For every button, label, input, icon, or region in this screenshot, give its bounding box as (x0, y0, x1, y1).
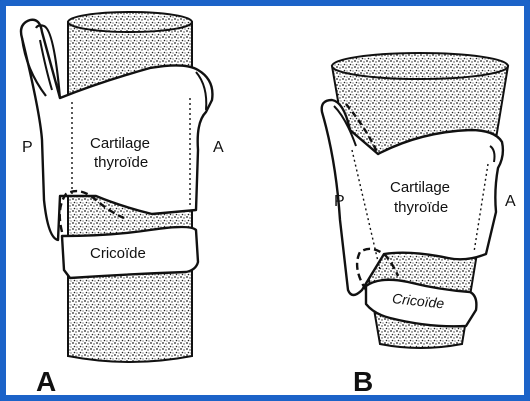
anterior-label-a: A (213, 139, 224, 156)
thyroid-label-line2-a: thyroïde (94, 154, 148, 171)
anterior-label-b: A (505, 193, 516, 210)
posterior-label-b: P (334, 193, 345, 210)
figure-a: P A Cartilage thyroïde Cricoïde A (21, 12, 224, 397)
figure-b: P A Cartilage thyroïde Cricoïde B (322, 53, 516, 397)
figure-letter-b: B (353, 366, 373, 397)
figure-letter-a: A (36, 366, 56, 397)
posterior-label-a: P (22, 139, 33, 156)
thyroid-label-line1-a: Cartilage (90, 135, 150, 152)
thyroid-label-line2-b: thyroïde (394, 199, 448, 216)
cricoid-label-a: Cricoïde (90, 245, 146, 262)
thyroid-label-line1-b: Cartilage (390, 179, 450, 196)
